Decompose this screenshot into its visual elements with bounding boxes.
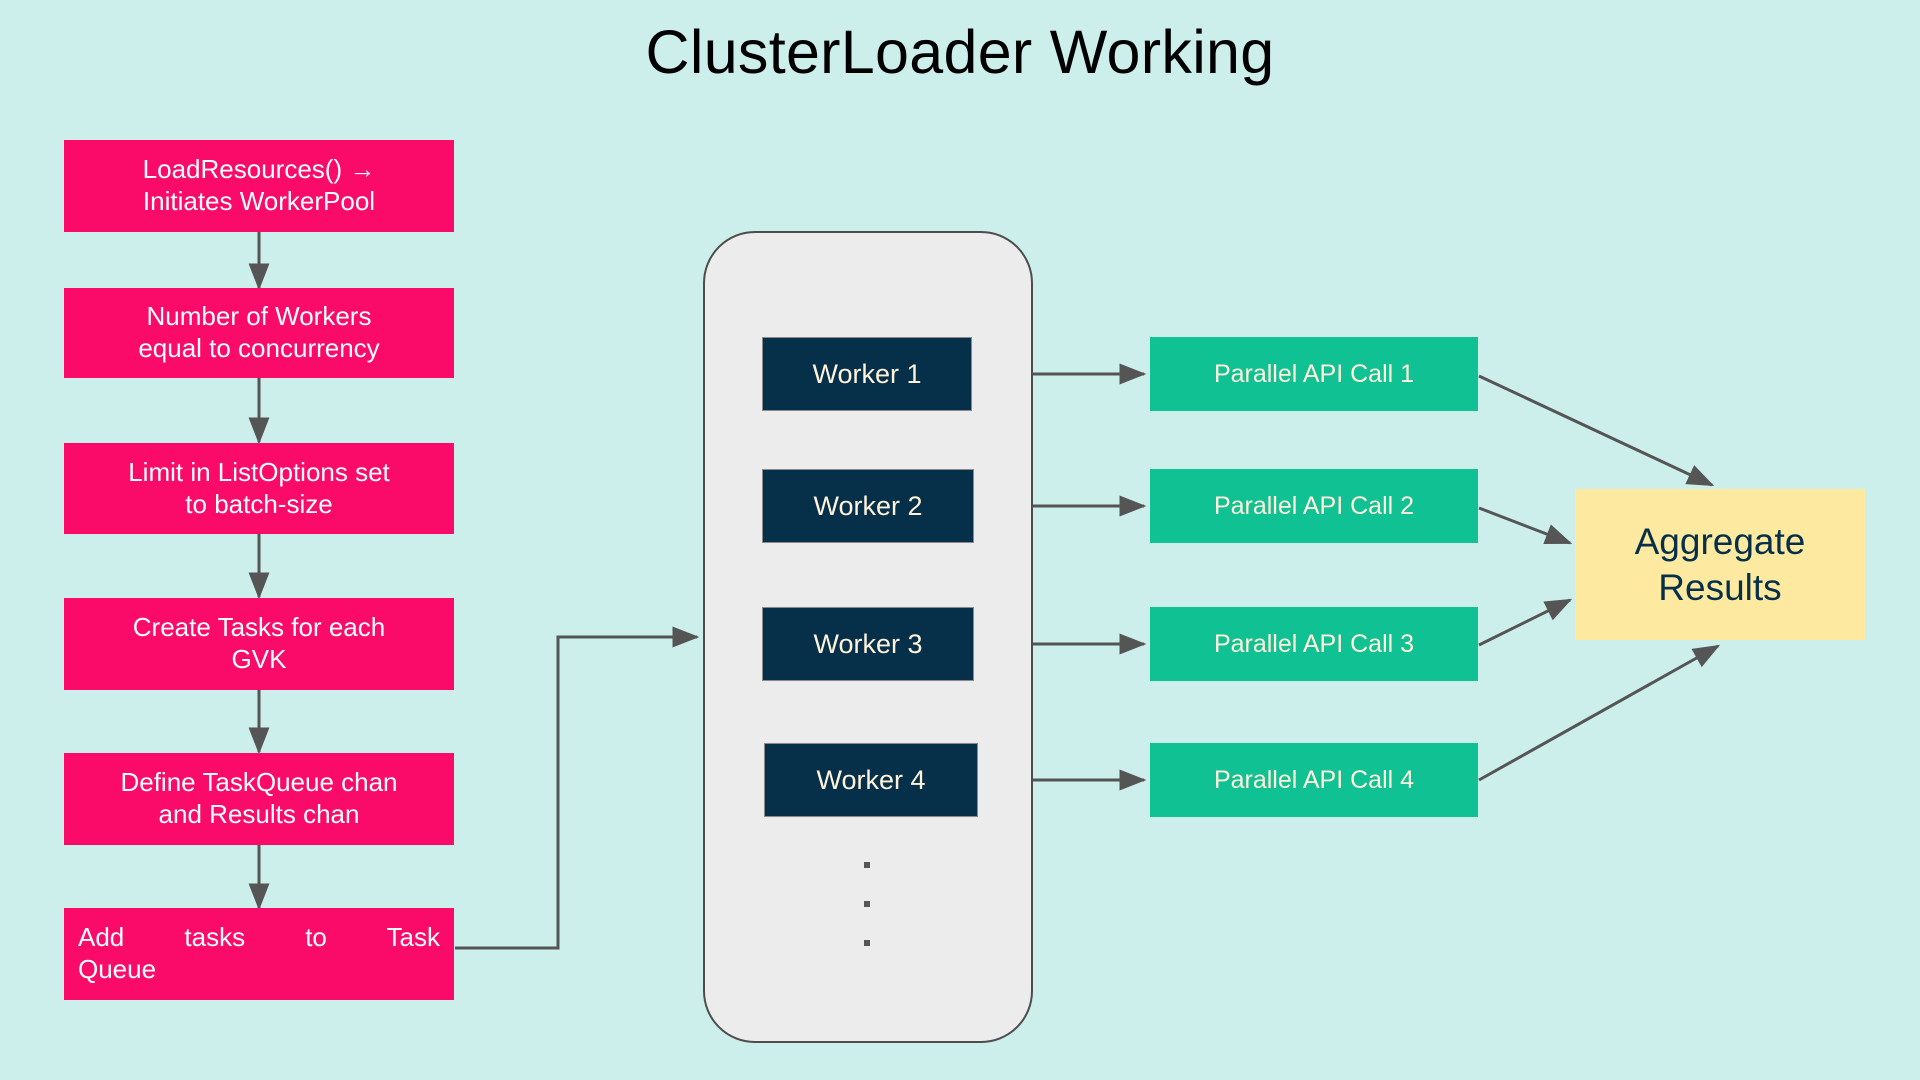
aggregate-results-text: Aggregate Results (1635, 519, 1806, 609)
flow-step-line2: and Results chan (158, 799, 360, 829)
api-call-box-2[interactable]: Parallel API Call 2 (1150, 469, 1478, 543)
flow-step-line2: Initiates WorkerPool (142, 186, 376, 216)
flow-step-line1: Number of Workers (146, 301, 372, 332)
flow-step-line1: Add tasks to Task (78, 922, 440, 953)
flow-step-text: Add tasks to Task Queue (74, 922, 444, 985)
api-call-label: Parallel API Call 3 (1213, 629, 1415, 658)
aggregate-results-box[interactable]: Aggregate Results (1575, 489, 1865, 640)
worker-label: Worker 3 (813, 628, 923, 659)
worker-box-3[interactable]: Worker 3 (762, 607, 974, 681)
flow-step-line1: Define TaskQueue chan (120, 767, 398, 798)
api-call-box-4[interactable]: Parallel API Call 4 (1150, 743, 1478, 817)
flow-step-line2: Queue (78, 954, 157, 984)
worker-box-1[interactable]: Worker 1 (762, 337, 972, 411)
flow-step-load-resources[interactable]: LoadResources() → Initiates WorkerPool (64, 140, 454, 232)
flow-step-line2: to batch-size (185, 488, 333, 519)
flow-step-line1: Limit in ListOptions set (128, 456, 390, 487)
worker-label: Worker 1 (812, 358, 922, 389)
flow-step-text: Create Tasks for each GVK (74, 612, 444, 675)
api-call-box-1[interactable]: Parallel API Call 1 (1150, 337, 1478, 411)
flow-step-define-taskqueue[interactable]: Define TaskQueue chan and Results chan (64, 753, 454, 845)
api-call-box-3[interactable]: Parallel API Call 3 (1150, 607, 1478, 681)
ellipsis-dot (864, 901, 870, 907)
flow-step-text: LoadResources() → Initiates WorkerPool (74, 154, 444, 217)
aggregate-line2: Results (1658, 566, 1782, 608)
worker-ellipsis-icon (860, 862, 876, 962)
flow-step-text: Limit in ListOptions set to batch-size (74, 457, 444, 520)
page-title: ClusterLoader Working (645, 18, 1275, 86)
flow-step-number-of-workers[interactable]: Number of Workers equal to concurrency (64, 288, 454, 378)
arrow-taskqueue-to-workerpool (455, 626, 700, 950)
ellipsis-dot (864, 862, 870, 868)
flow-step-line1: Create Tasks for each (132, 612, 386, 643)
flow-step-limit-listoptions[interactable]: Limit in ListOptions set to batch-size (64, 443, 454, 534)
flow-step-text: Define TaskQueue chan and Results chan (74, 767, 444, 830)
flow-step-text: Number of Workers equal to concurrency (74, 301, 444, 364)
worker-box-2[interactable]: Worker 2 (762, 469, 974, 543)
flow-step-line2: GVK (231, 644, 287, 674)
api-call-label: Parallel API Call 1 (1213, 359, 1415, 388)
flow-step-line1: LoadResources() → (142, 154, 376, 185)
ellipsis-dot (864, 940, 870, 946)
flow-step-line2: equal to concurrency (138, 333, 380, 363)
aggregate-line1: Aggregate (1634, 521, 1806, 563)
flow-step-add-tasks-queue[interactable]: Add tasks to Task Queue (64, 908, 454, 1000)
api-call-label: Parallel API Call 2 (1213, 491, 1415, 520)
flow-step-create-tasks[interactable]: Create Tasks for each GVK (64, 598, 454, 690)
worker-label: Worker 4 (816, 764, 926, 795)
worker-box-4[interactable]: Worker 4 (764, 743, 978, 817)
worker-label: Worker 2 (813, 490, 923, 521)
api-call-label: Parallel API Call 4 (1213, 765, 1415, 794)
